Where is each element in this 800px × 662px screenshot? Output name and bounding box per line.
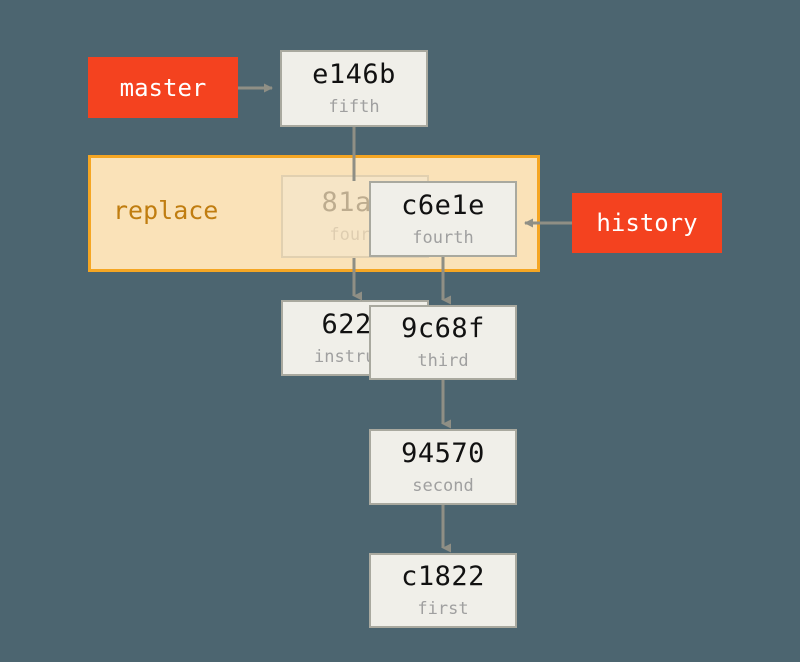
commit-node-94570[interactable]: 94570 second [369, 429, 517, 505]
ref-label-master[interactable]: master [88, 57, 238, 118]
commit-message: fourt [329, 225, 381, 245]
ref-label-master-text: master [119, 73, 207, 102]
commit-node-9c68f[interactable]: 9c68f third [369, 305, 517, 380]
replace-group-label: replace [113, 196, 219, 225]
commit-message: third [417, 351, 469, 371]
commit-sha: c6e1e [401, 189, 485, 221]
ref-label-history-text: history [596, 209, 698, 237]
commit-message: fifth [328, 97, 380, 117]
commit-sha: c1822 [401, 561, 485, 592]
commit-sha: e146b [312, 59, 396, 90]
commit-sha: 9c68f [401, 313, 485, 344]
commit-message: second [412, 475, 474, 496]
commit-message: fourth [412, 227, 474, 248]
ref-label-history[interactable]: history [572, 193, 722, 253]
commit-node-c1822[interactable]: c1822 first [369, 553, 517, 628]
commit-node-c6e1e[interactable]: c6e1e fourth [369, 181, 517, 257]
commit-sha: 94570 [401, 437, 485, 469]
commit-node-e146b[interactable]: e146b fifth [280, 50, 428, 127]
commit-message: first [417, 599, 469, 619]
